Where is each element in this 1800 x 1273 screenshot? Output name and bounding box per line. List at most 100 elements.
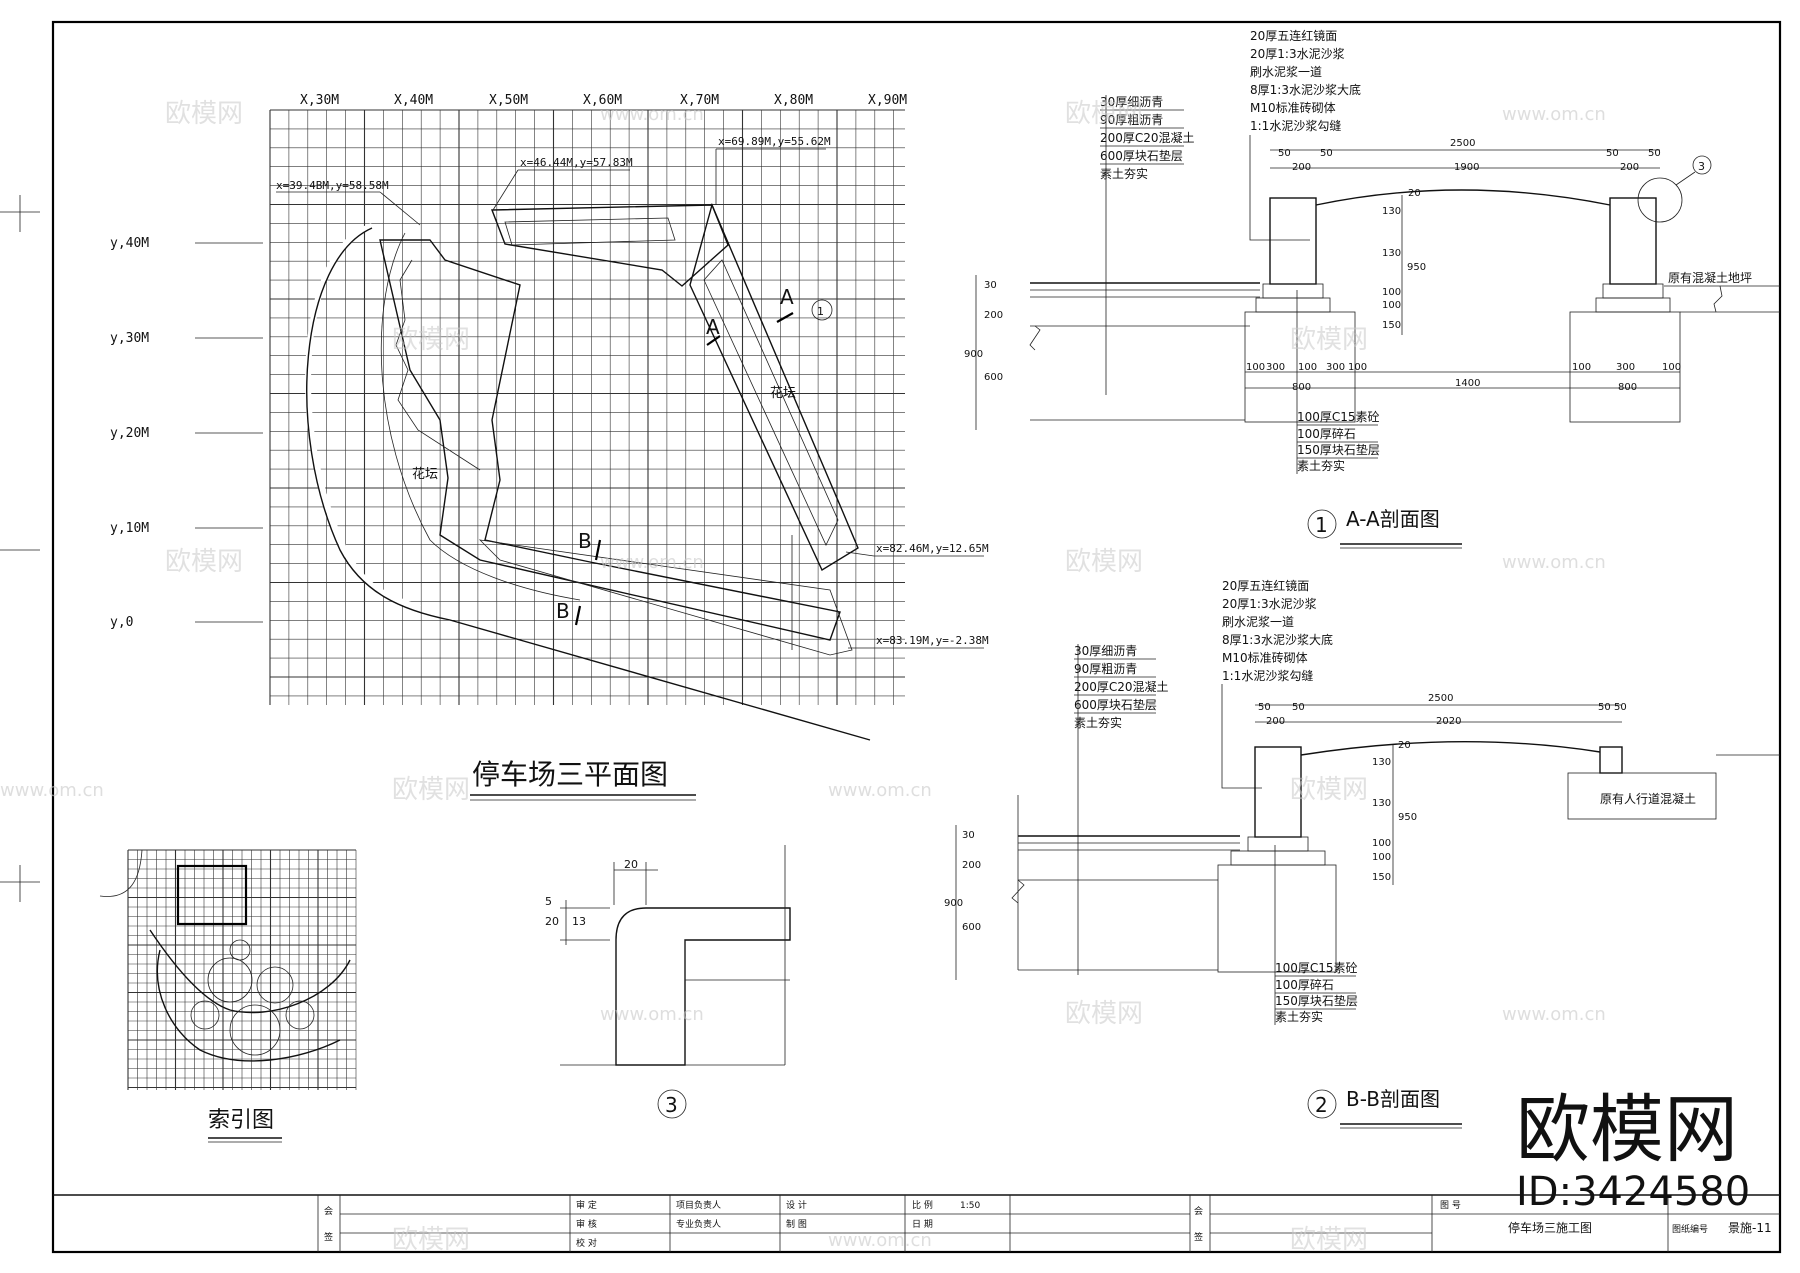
layer-note: 20厚五连红镜面 (1250, 28, 1337, 43)
coord-label: x=83.19M,y=-2.38M (876, 634, 989, 647)
dim-label: 200 (1266, 716, 1285, 727)
watermark-site: www.om.cn (828, 780, 932, 801)
dim-label: 100 (1662, 362, 1681, 373)
coord-label: x=46.44M,y=57.83M (520, 156, 633, 169)
dim-label: 950 (1407, 262, 1426, 273)
y-label: y,0 (110, 615, 133, 630)
watermark-site: www.om.cn (600, 1004, 704, 1025)
tb-cell: 审 定 (576, 1199, 597, 1211)
index-highlight (176, 864, 248, 926)
watermark-site: www.om.cn (600, 104, 704, 125)
y-label: y,40M (110, 236, 149, 251)
layer-note: 20厚五连红镜面 (1222, 578, 1309, 593)
section-bb: 20厚五连红镜面 20厚1:3水泥沙浆 刷水泥浆一道 8厚1:3水泥沙浆大底 M… (944, 578, 1780, 1129)
layer-note: 150厚块石垫层 (1275, 993, 1358, 1008)
watermark-site: www.om.cn (0, 780, 104, 801)
layer-note: 1:1水泥沙浆勾缝 (1250, 118, 1341, 133)
watermarks: 欧模网 www.om.cn 欧模网 www.om.cn 欧模网 欧模网 欧模网 … (0, 99, 1750, 1255)
coordinate-labels: x=39.4BM,y=58.58M x=46.44M,y=57.83M x=69… (276, 135, 989, 649)
dim-label: 30 (984, 280, 997, 291)
marker-number: 1 (817, 305, 824, 318)
detail-dim: 20 (545, 915, 559, 928)
dim-label: 2020 (1436, 716, 1461, 727)
layer-note: 90厚粗沥青 (1100, 113, 1163, 127)
title-block: 会 签 审 定 审 核 校 对 项目负责人 专业负责人 设 计 制 图 比 例 … (53, 1194, 1780, 1252)
coord-label: x=69.89M,y=55.62M (718, 135, 831, 148)
section-number-circle (1307, 509, 1337, 539)
drawing-number: 景施-11 (1728, 1221, 1772, 1235)
section-title: B-B剖面图 (1346, 1087, 1440, 1111)
layer-note: 素土夯实 (1074, 715, 1122, 730)
layer-note: 20厚1:3水泥沙浆 (1250, 46, 1345, 61)
dim-label: 50 (1258, 702, 1271, 713)
tb-cell: 制 图 (786, 1218, 807, 1230)
layer-note: 30厚细沥青 (1074, 644, 1137, 658)
layer-note: 200厚C20混凝土 (1074, 679, 1169, 694)
plan-grid (269, 109, 905, 705)
x-label: X,60M (583, 93, 622, 108)
dim-label: 2500 (1428, 693, 1453, 704)
layer-note: M10标准砖砌体 (1250, 100, 1336, 115)
dim-label: 200 (962, 860, 981, 871)
section-mark-a: A (706, 315, 720, 339)
layer-note: 刷水泥浆一道 (1250, 64, 1322, 79)
bb-road-layers: 30厚细沥青 90厚粗沥青 200厚C20混凝土 600厚块石垫层 素土夯实 (1074, 644, 1169, 975)
layer-note: 100厚碎石 (1275, 977, 1334, 992)
marker-circle (811, 299, 833, 321)
dim-label: 100 (1348, 362, 1367, 373)
right-note: 原有人行道混凝土 (1600, 791, 1696, 806)
x-axis-labels: X,30M X,40M X,50M X,60M X,70M X,80M X,90… (300, 93, 907, 108)
dim-label: 50 (1320, 148, 1333, 159)
x-label: X,70M (680, 93, 719, 108)
detail-number: 3 (665, 1093, 678, 1117)
layer-note: 100厚碎石 (1297, 426, 1356, 441)
dim-label: 100 (1372, 838, 1391, 849)
dim-label: 130 (1372, 798, 1391, 809)
y-label: y,10M (110, 521, 149, 536)
tb-cell: 图纸编号 (1672, 1223, 1708, 1235)
layer-note: 1:1水泥沙浆勾缝 (1222, 668, 1313, 683)
dim-label: 50 (1648, 148, 1661, 159)
tb-cell: 专业负责人 (676, 1218, 721, 1230)
section-title: A-A剖面图 (1346, 507, 1440, 531)
dim-label: 950 (1398, 812, 1417, 823)
section-number: 1 (1315, 513, 1328, 537)
dim-label: 20 (1398, 740, 1411, 751)
x-label: X,30M (300, 93, 339, 108)
dim-label: 600 (984, 372, 1003, 383)
layer-note: 150厚块石垫层 (1297, 442, 1380, 457)
layer-note: 100厚C15素砼 (1275, 961, 1358, 975)
tb-cell: 审 核 (576, 1218, 597, 1230)
watermark-brand: 欧模网 (392, 775, 470, 805)
layer-note: 素土夯实 (1297, 458, 1345, 473)
dim-label: 20 (1408, 188, 1421, 199)
index-grid (127, 849, 357, 1090)
right-note: 原有混凝土地坪 (1668, 270, 1752, 285)
dim-label: 50 (1598, 702, 1611, 713)
detail-number-circle (657, 1089, 687, 1119)
layer-note: 刷水泥浆一道 (1222, 614, 1294, 629)
sheet-border (51, 20, 1782, 1254)
callout-number: 3 (1698, 160, 1705, 173)
plan-drawing: X,30M X,40M X,50M X,60M X,70M X,80M X,90… (110, 93, 989, 801)
watermark-brand: 欧模网 (1290, 1225, 1368, 1255)
tb-cell: 校 对 (576, 1237, 597, 1249)
tb-cell: 设 计 (786, 1199, 807, 1211)
dim-label: 2500 (1450, 138, 1475, 149)
dim-label: 800 (1618, 382, 1637, 393)
x-label: X,80M (774, 93, 813, 108)
aa-base-layers: 100厚C15素砼 100厚碎石 150厚块石垫层 素土夯实 (1296, 290, 1380, 474)
layer-note: 90厚粗沥青 (1074, 662, 1137, 676)
aa-road-layers: 30厚细沥青 90厚粗沥青 200厚C20混凝土 600厚块石垫层 素土夯实 (1100, 95, 1195, 395)
watermark-logo: 欧模网 (1516, 1087, 1738, 1173)
dim-label: 50 (1292, 702, 1305, 713)
coord-label: x=82.46M,y=12.65M (876, 542, 989, 555)
dim-label: 150 (1382, 320, 1401, 331)
detail-dim: 20 (624, 858, 638, 871)
layer-note: 100厚C15素砼 (1297, 410, 1380, 424)
dim-label: 300 (1326, 362, 1345, 373)
dim-label: 600 (962, 922, 981, 933)
dim-label: 300 (1266, 362, 1285, 373)
detail-dim: 5 (545, 895, 552, 908)
section-aa: 20厚五连红镜面 20厚1:3水泥沙浆 刷水泥浆一道 8厚1:3水泥沙浆大底 M… (964, 28, 1780, 549)
